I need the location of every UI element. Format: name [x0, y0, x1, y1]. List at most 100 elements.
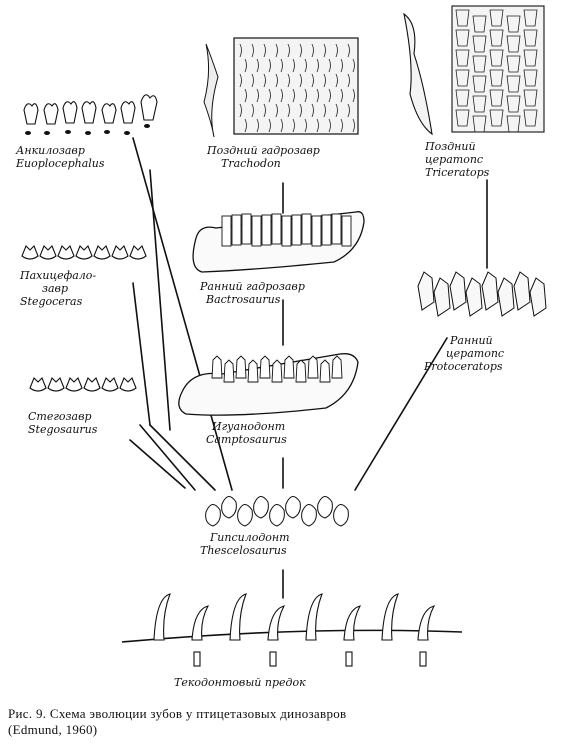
ceratopsian-tooth-cell	[455, 29, 470, 47]
hadrosaur-tooth-mark	[239, 43, 242, 58]
ceratopsian-tooth-cell	[455, 9, 470, 27]
thecodont-tooth	[153, 593, 171, 641]
camptosaurus-tooth	[223, 359, 235, 383]
camptosaurus-tooth	[235, 355, 247, 379]
hadrosaur-tooth-mark	[299, 73, 302, 88]
thescelosaurus-tooth	[221, 496, 237, 519]
hadrosaur-tooth-mark	[299, 103, 302, 118]
hadrosaur-tooth-mark	[323, 43, 326, 58]
bactrosaurus-tooth	[251, 215, 262, 247]
camptosaurus-tooth	[331, 355, 343, 379]
thecodont-tooth	[267, 605, 286, 641]
hadrosaur-tooth-mark	[340, 58, 343, 73]
thecodont-root	[419, 651, 427, 667]
line-ankylosaur-2	[149, 169, 171, 431]
stegosaur-tooth	[119, 377, 137, 392]
hadrosaur-tooth-mark	[280, 118, 283, 133]
hadrosaur-tooth-mark	[304, 118, 307, 133]
pachycephalosaur-tooth	[39, 245, 57, 260]
hadrosaur-tooth-mark	[251, 73, 254, 88]
hadrosaur-tooth-mark	[244, 58, 247, 73]
pachycephalosaur-tooth	[57, 245, 75, 260]
hadrosaur-tooth-mark	[287, 43, 290, 58]
hadrosaur-tooth-mark	[323, 73, 326, 88]
protoceratops-tooth	[449, 271, 467, 311]
ceratopsian-tooth-cell	[455, 69, 470, 87]
camptosaurus-tooth	[319, 359, 331, 383]
thecodont-tooth	[381, 593, 399, 641]
hadrosaur-tooth-mark	[244, 88, 247, 103]
ceratopsian-tooth-cell	[523, 49, 538, 67]
pachycephalosaur-tooth	[111, 245, 129, 260]
stegosaur-tooth	[29, 377, 47, 392]
ceratopsian-tooth-cell	[472, 75, 487, 93]
ceratopsian-tooth-cell	[472, 115, 487, 133]
late-hadrosaur-pattern	[239, 43, 355, 133]
bactrosaurus-tooth	[341, 215, 352, 247]
camptosaurus-tooth	[307, 355, 319, 379]
protoceratops-tooth	[481, 271, 499, 311]
hadrosaur-tooth-mark	[239, 103, 242, 118]
hadrosaur-tooth-mark	[292, 118, 295, 133]
camptosaurus-tooth	[283, 355, 295, 379]
ankylosaur-teeth	[23, 94, 158, 135]
hadrosaur-tooth-mark	[268, 58, 271, 73]
hadrosaur-tooth-mark	[311, 43, 314, 58]
pachycephalosaur-teeth	[21, 245, 147, 260]
hadrosaur-tooth-mark	[328, 58, 331, 73]
thescelosaurus-tooth	[269, 504, 285, 527]
ceratopsian-tooth-cell	[506, 115, 521, 133]
hadrosaur-tooth-mark	[347, 103, 350, 118]
hadrosaur-tooth-mark	[316, 118, 319, 133]
hadrosaur-tooth-mark	[268, 88, 271, 103]
line-ankylosaur	[132, 137, 233, 491]
protoceratops-tooth	[529, 277, 547, 317]
late-ceratopsian-pattern	[455, 9, 538, 133]
thecodont-tooth	[305, 593, 323, 641]
hadrosaur-tooth-mark	[311, 73, 314, 88]
ceratopsian-tooth-cell	[523, 89, 538, 107]
hadrosaur-tooth-mark	[347, 43, 350, 58]
camptosaurus-tooth	[295, 359, 307, 383]
ceratopsian-tooth-cell	[472, 95, 487, 113]
hadrosaur-tooth-mark	[299, 43, 302, 58]
ceratopsian-tooth-cell	[506, 15, 521, 33]
ceratopsian-tooth-cell	[455, 89, 470, 107]
bactrosaurus-tooth	[331, 213, 342, 245]
hadrosaur-tooth-mark	[263, 73, 266, 88]
hadrosaur-tooth-mark	[268, 118, 271, 133]
ceratopsian-tooth-cell	[455, 49, 470, 67]
camptosaurus-tooth	[211, 355, 223, 379]
camptosaurus-tooth	[271, 359, 283, 383]
hadrosaur-tooth-mark	[287, 73, 290, 88]
ceratopsian-tooth-cell	[489, 109, 504, 127]
bactrosaurus-tooth	[311, 215, 322, 247]
ceratopsian-tooth-cell	[489, 9, 504, 27]
ceratopsian-tooth-cell	[523, 9, 538, 27]
bactrosaurus-tooth	[271, 213, 282, 245]
bactrosaurus-tooth	[281, 215, 292, 247]
bactrosaurus-tooth	[241, 213, 252, 245]
hypsilophodont-teeth	[205, 496, 349, 527]
thecodont-teeth	[121, 629, 463, 643]
ceratopsian-tooth-cell	[472, 55, 487, 73]
hadrosaur-tooth-mark	[335, 43, 338, 58]
stegosaur-tooth	[47, 377, 65, 392]
hadrosaur-tooth-mark	[352, 58, 355, 73]
hadrosaur-tooth-mark	[275, 73, 278, 88]
hadrosaur-tooth-mark	[347, 73, 350, 88]
hadrosaur-tooth-mark	[292, 58, 295, 73]
hadrosaur-tooth-mark	[280, 58, 283, 73]
protoceratops-tooth	[433, 277, 451, 317]
hadrosaur-tooth-mark	[304, 88, 307, 103]
camptosaurus-tooth	[259, 355, 271, 379]
thecodont-tooth	[191, 605, 210, 641]
